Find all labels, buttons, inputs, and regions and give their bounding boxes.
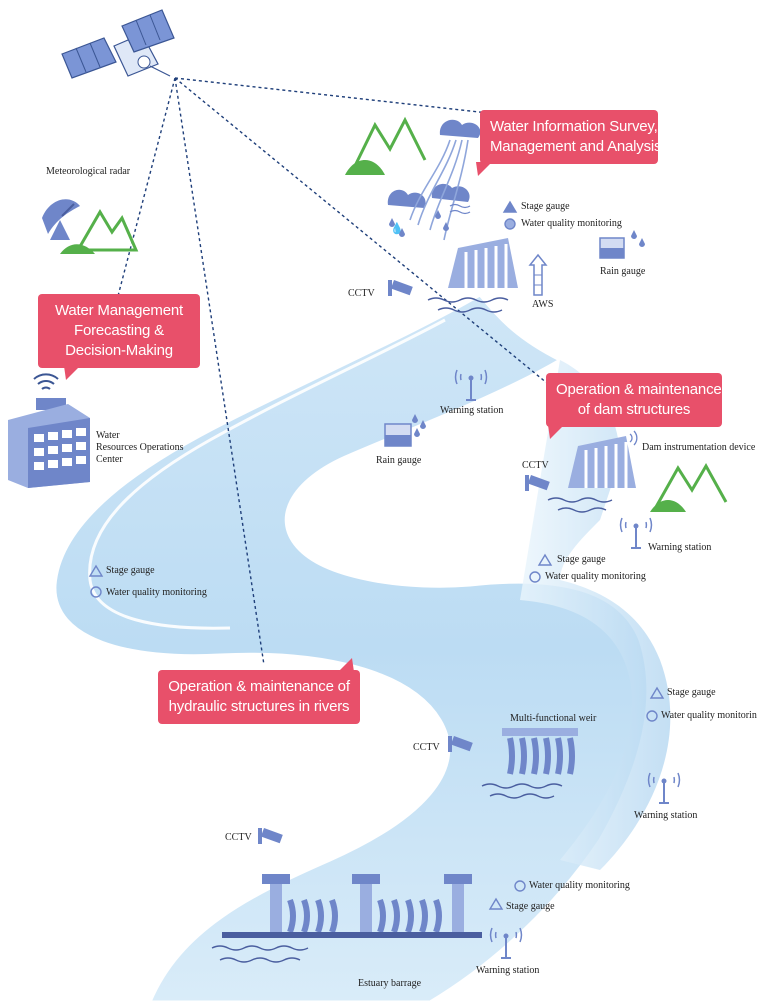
radar-icon [42,199,139,254]
cctv-low-icon [258,827,283,844]
cctv-top-icon [388,280,413,296]
label-warning-station-weir: Warning station [634,810,698,821]
label-operations-center-line-2: Resources Operations [96,442,184,453]
label-operations-center-line-3: Center [96,454,123,465]
label-meteorological-radar: Meteorological radar [46,166,131,177]
label-stage-gauge-dam: Stage gauge [557,554,606,565]
river-branch [520,360,671,870]
callout-water-management-line-1: Water Management [55,302,183,319]
label-cctv-top: CCTV [348,288,375,299]
label-stage-gauge-top: Stage gauge [521,201,570,212]
water-quality-top-marker [504,218,516,230]
water-quality-bottom-marker [514,880,526,892]
label-cctv-low: CCTV [225,832,252,843]
callout-water-information-line-1: Water Information Survey, [490,118,658,135]
water-quality-left-marker [90,586,102,598]
label-aws: AWS [532,299,554,310]
dam-mid-icon [547,430,638,513]
stage-gauge-dam-marker [537,553,553,566]
operations-center-icon [8,373,90,488]
callout-hydraulic-operations: Operation & maintenance of hydraulic str… [158,658,360,724]
callout-hydraulic-operations-line-1: Operation & maintenance of [168,678,350,695]
rain-gauge-mid-icon [384,414,426,447]
label-estuary-barrage: Estuary barrage [358,978,422,989]
mountains-icon [345,116,427,175]
callout-water-management: Water Management Forecasting & Decision-… [38,294,200,380]
label-operations-center: Water Resources Operations Center [96,430,183,466]
link-to-hydraulic [174,77,265,666]
callout-dam-operations: Operation & maintenance of dam structure… [546,373,722,439]
water-quality-dam-marker [529,571,541,583]
callout-dam-operations-line-2: of dam structures [577,401,691,418]
clouds-rain-icon: 💧 [387,119,481,241]
cctv-dam-icon [525,475,550,491]
label-operations-center-line-1: Water [96,430,120,441]
label-water-quality-left: Water quality monitoring [106,587,207,598]
callout-water-information-line-2: Management and Analysis [490,138,662,155]
river-highlight [88,318,446,630]
dam-top-icon [427,238,518,313]
label-water-quality-bottom: Water quality monitoring [529,880,630,891]
stage-gauge-bottom-marker [488,897,504,910]
water-quality-weir-marker [646,710,658,722]
stage-gauge-weir-marker [649,686,665,699]
label-rain-gauge-right: Rain gauge [600,266,646,277]
warning-station-weir-icon [647,772,681,804]
cctv-weir-icon [448,735,473,752]
label-stage-gauge-weir: Stage gauge [667,687,716,698]
label-warning-station-bottom: Warning station [476,965,540,976]
multi-functional-weir-icon [481,728,578,799]
label-rain-gauge-mid: Rain gauge [376,455,422,466]
stage-gauge-top-marker [502,200,518,213]
satellite-links [117,77,554,666]
callout-hydraulic-operations-line-2: hydraulic structures in rivers [168,698,350,715]
label-stage-gauge-left: Stage gauge [106,565,155,576]
link-to-radar [117,77,176,297]
label-stage-gauge-bottom: Stage gauge [506,901,555,912]
callout-water-management-line-2: Forecasting & [74,322,164,339]
river-main [53,293,650,1002]
gauge-markers [88,200,665,910]
label-cctv-dam: CCTV [522,460,549,471]
label-water-quality-top: Water quality monitoring [521,218,622,229]
label-water-quality-dam: Water quality monitoring [545,571,646,582]
satellite-icon [61,9,175,79]
warning-station-mid-icon [454,369,488,401]
stage-gauge-left-marker [88,564,104,577]
label-dam-instrumentation: Dam instrumentation device [642,442,756,453]
estuary-barrage-icon [211,874,482,963]
callout-water-information: Water Information Survey, Management and… [476,110,662,176]
warning-station-dam-icon [619,517,653,549]
label-warning-station-dam: Warning station [648,542,712,553]
callout-dam-operations-line-1: Operation & maintenance [556,381,722,398]
callout-water-management-line-3: Decision-Making [65,342,173,359]
river [53,293,671,1002]
link-to-water-info [174,77,489,114]
rain-gauge-icon [599,230,645,259]
aws-icon [528,253,548,296]
warning-station-bottom-icon [489,927,523,959]
label-water-quality-weir: Water quality monitoring [661,710,757,721]
mountains-dam-icon [650,462,728,512]
label-warning-station-mid: Warning station [440,405,504,416]
label-multi-functional-weir: Multi-functional weir [510,713,597,724]
label-cctv-weir: CCTV [413,742,440,753]
